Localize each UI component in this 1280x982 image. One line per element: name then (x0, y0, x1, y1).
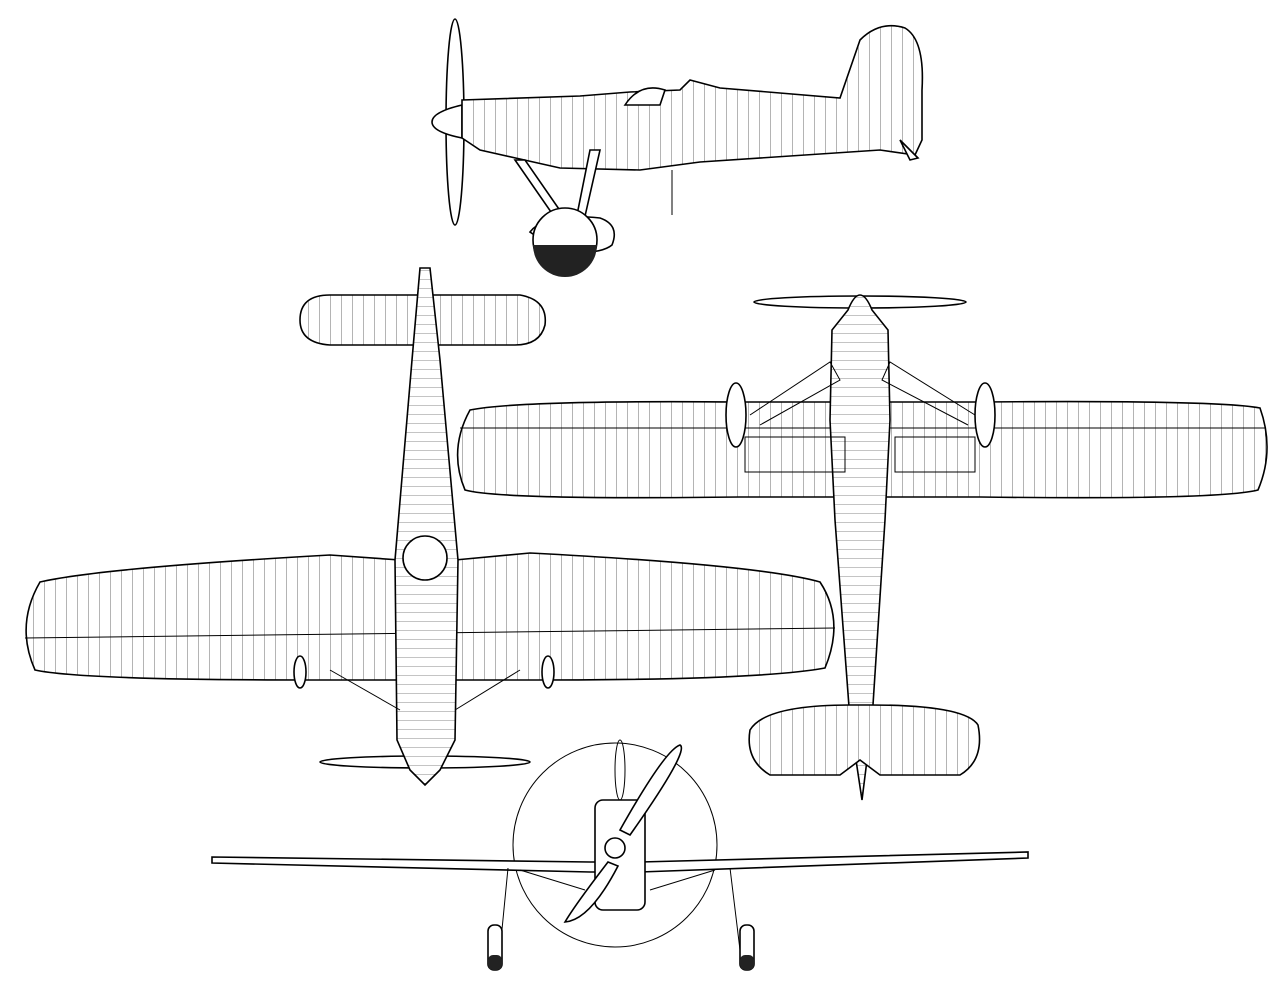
underside-view (456, 294, 1268, 801)
wing-struts (329, 669, 521, 711)
wheel-left (725, 382, 747, 448)
wheel-right (974, 382, 996, 448)
tire-right (740, 955, 754, 970)
spinner (431, 103, 463, 139)
fuselage (394, 267, 459, 787)
fin (614, 739, 626, 801)
fuselage (461, 24, 924, 171)
wheel-outline (293, 655, 307, 689)
wheel-outline (541, 655, 555, 689)
side-view (431, 18, 924, 277)
propeller-blade (563, 744, 683, 923)
hatch-panel (744, 436, 846, 473)
tire-shadow (533, 245, 597, 277)
tailplane (748, 704, 981, 776)
tail-fin (839, 25, 923, 99)
front-view (211, 739, 1029, 971)
propeller-disc (512, 742, 718, 948)
tail-skid (899, 139, 920, 161)
tire-left (488, 955, 502, 970)
top-view (24, 267, 836, 787)
cockpit-canopy (623, 87, 667, 106)
hatch-panel (894, 436, 976, 473)
landing-gear (499, 867, 741, 951)
landing-gear-struts (749, 361, 976, 426)
spinner (604, 837, 626, 859)
cockpit (402, 535, 448, 581)
fuselage (829, 294, 891, 801)
